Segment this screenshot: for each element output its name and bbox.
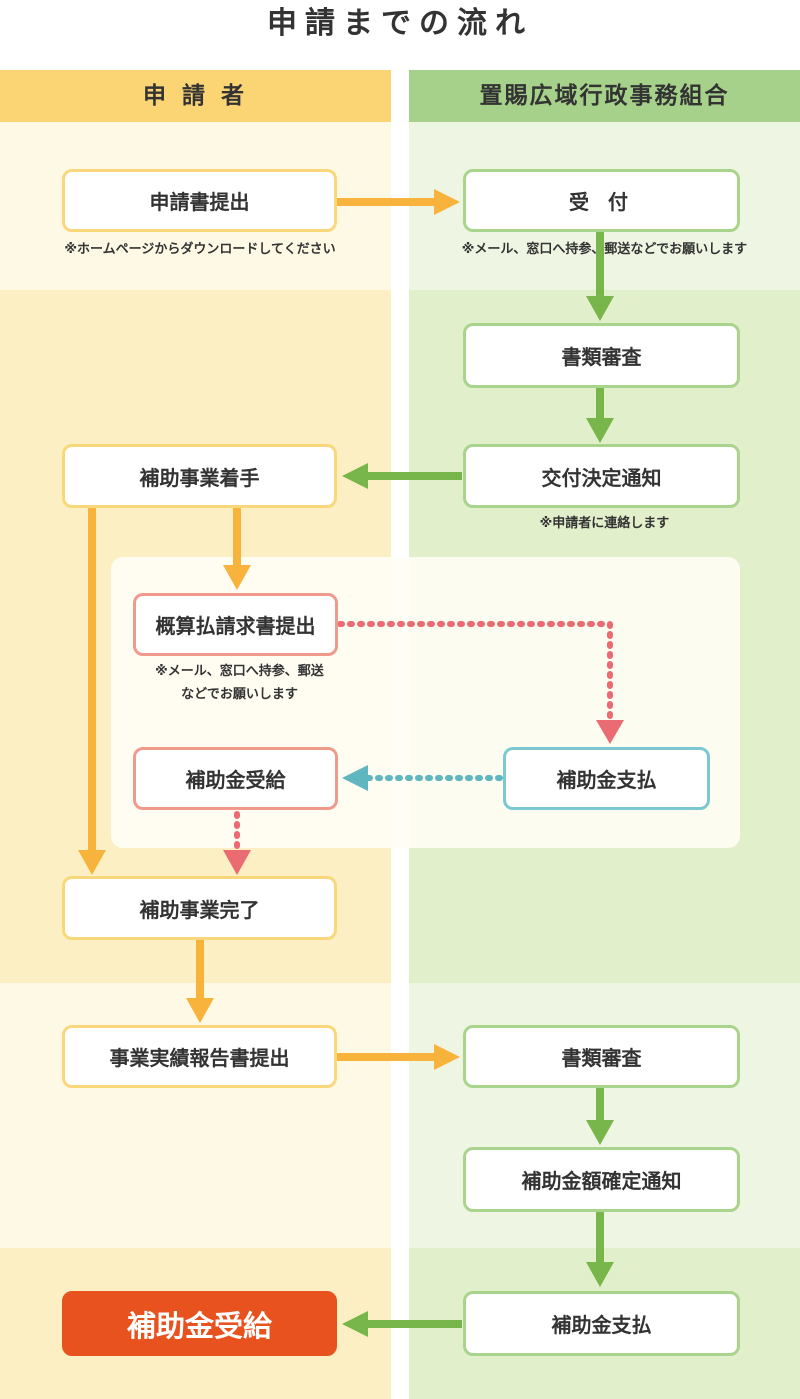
note-submit-method: ※メール、窓口へ持参、郵送などでお願いします [461,242,748,257]
arrow-start-to-request [223,508,251,590]
step-submit-report: 事業実績報告書提出 [62,1025,337,1088]
arrow-start-to-complete [78,508,106,875]
note-download: ※ホームページからダウンロードしてください [64,242,336,257]
step-review-documents-2: 書類審査 [463,1025,740,1088]
union-column-header: 置賜広域行政事務組合 [409,70,800,122]
arrow-decision-to-start [342,463,462,489]
step-pay-subsidy-advance: 補助金支払 [503,747,710,810]
arrow-review-to-decision [586,388,614,443]
page-title: 申請までの流れ [267,6,533,41]
arrow-request-to-pay [337,621,624,744]
arrow-receive-to-complete [223,811,251,875]
note-contact-applicant: ※申請者に連絡します [539,516,670,531]
note-request-method-line1: ※メール、窓口へ持参、郵送 [155,664,324,679]
arrow-reception-to-review [586,232,614,321]
applicant-column-header: 申 請 者 [0,70,391,122]
arrow-submit-to-reception [337,189,460,215]
arrow-report-to-review [337,1044,460,1070]
arrow-pay-to-receive [342,765,503,791]
arrow-complete-to-report [186,940,214,1023]
arrow-confirm-to-pay [586,1212,614,1287]
note-request-method-line2: などでお願いします [181,687,298,702]
step-amount-confirm-notice: 補助金額確定通知 [463,1147,740,1212]
step-advance-payment-request: 概算払請求書提出 [133,593,338,656]
step-submit-application: 申請書提出 [62,169,337,232]
step-reception: 受 付 [463,169,740,232]
step-start-project: 補助事業着手 [62,444,337,508]
step-receive-subsidy-advance: 補助金受給 [133,747,338,810]
step-grant-decision-notice: 交付決定通知 [463,444,740,508]
arrow-pay-to-final-receive [342,1311,462,1337]
step-pay-subsidy-final: 補助金支払 [463,1291,740,1356]
arrow-review-to-confirm [586,1088,614,1145]
step-review-documents-1: 書類審査 [463,323,740,388]
step-receive-subsidy-final: 補助金受給 [62,1291,337,1356]
step-project-complete: 補助事業完了 [62,876,337,940]
